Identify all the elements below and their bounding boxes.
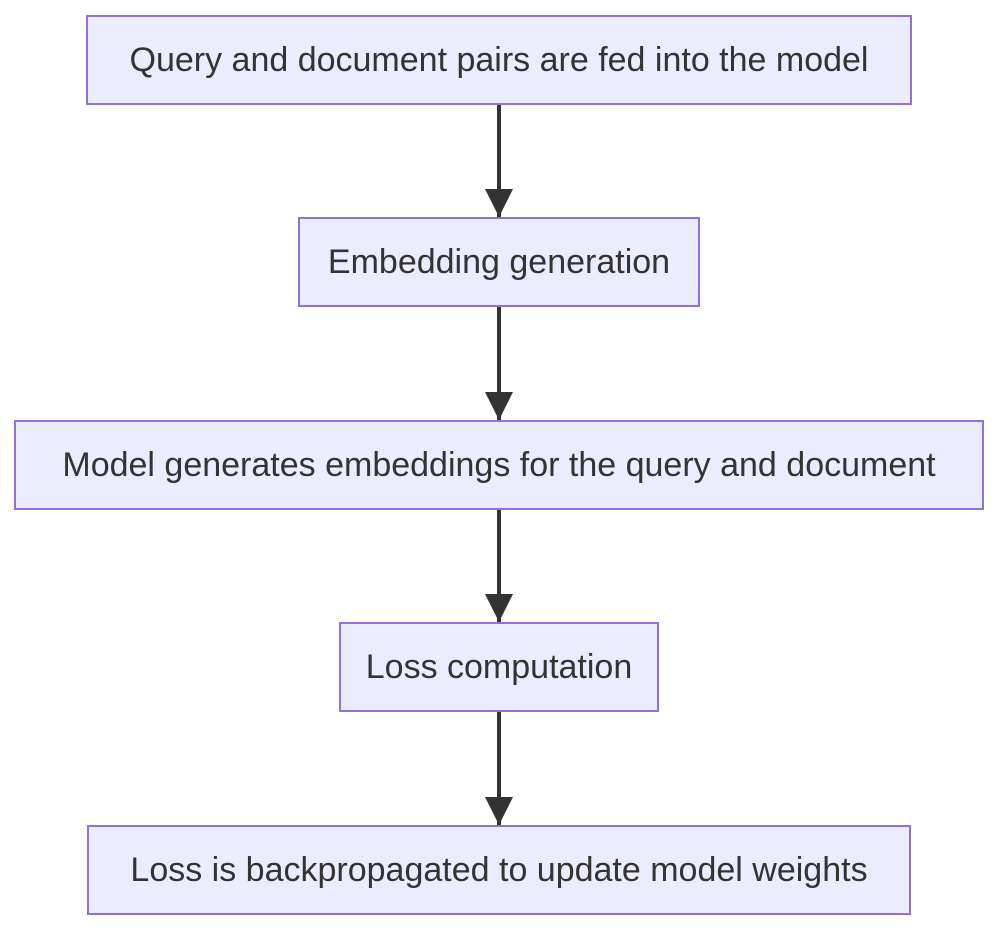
edge-arrowhead-2 <box>485 392 513 420</box>
node-model-generates-embeddings: Model generates embeddings for the query… <box>14 420 984 510</box>
node-loss-computation: Loss computation <box>339 622 659 712</box>
node-query-document-input: Query and document pairs are fed into th… <box>86 15 912 105</box>
node-embedding-generation: Embedding generation <box>298 217 700 307</box>
edge-arrowhead-4 <box>485 797 513 825</box>
node-loss-backpropagation: Loss is backpropagated to update model w… <box>87 825 911 915</box>
edge-arrowhead-1 <box>485 189 513 217</box>
edge-arrowhead-3 <box>485 594 513 622</box>
